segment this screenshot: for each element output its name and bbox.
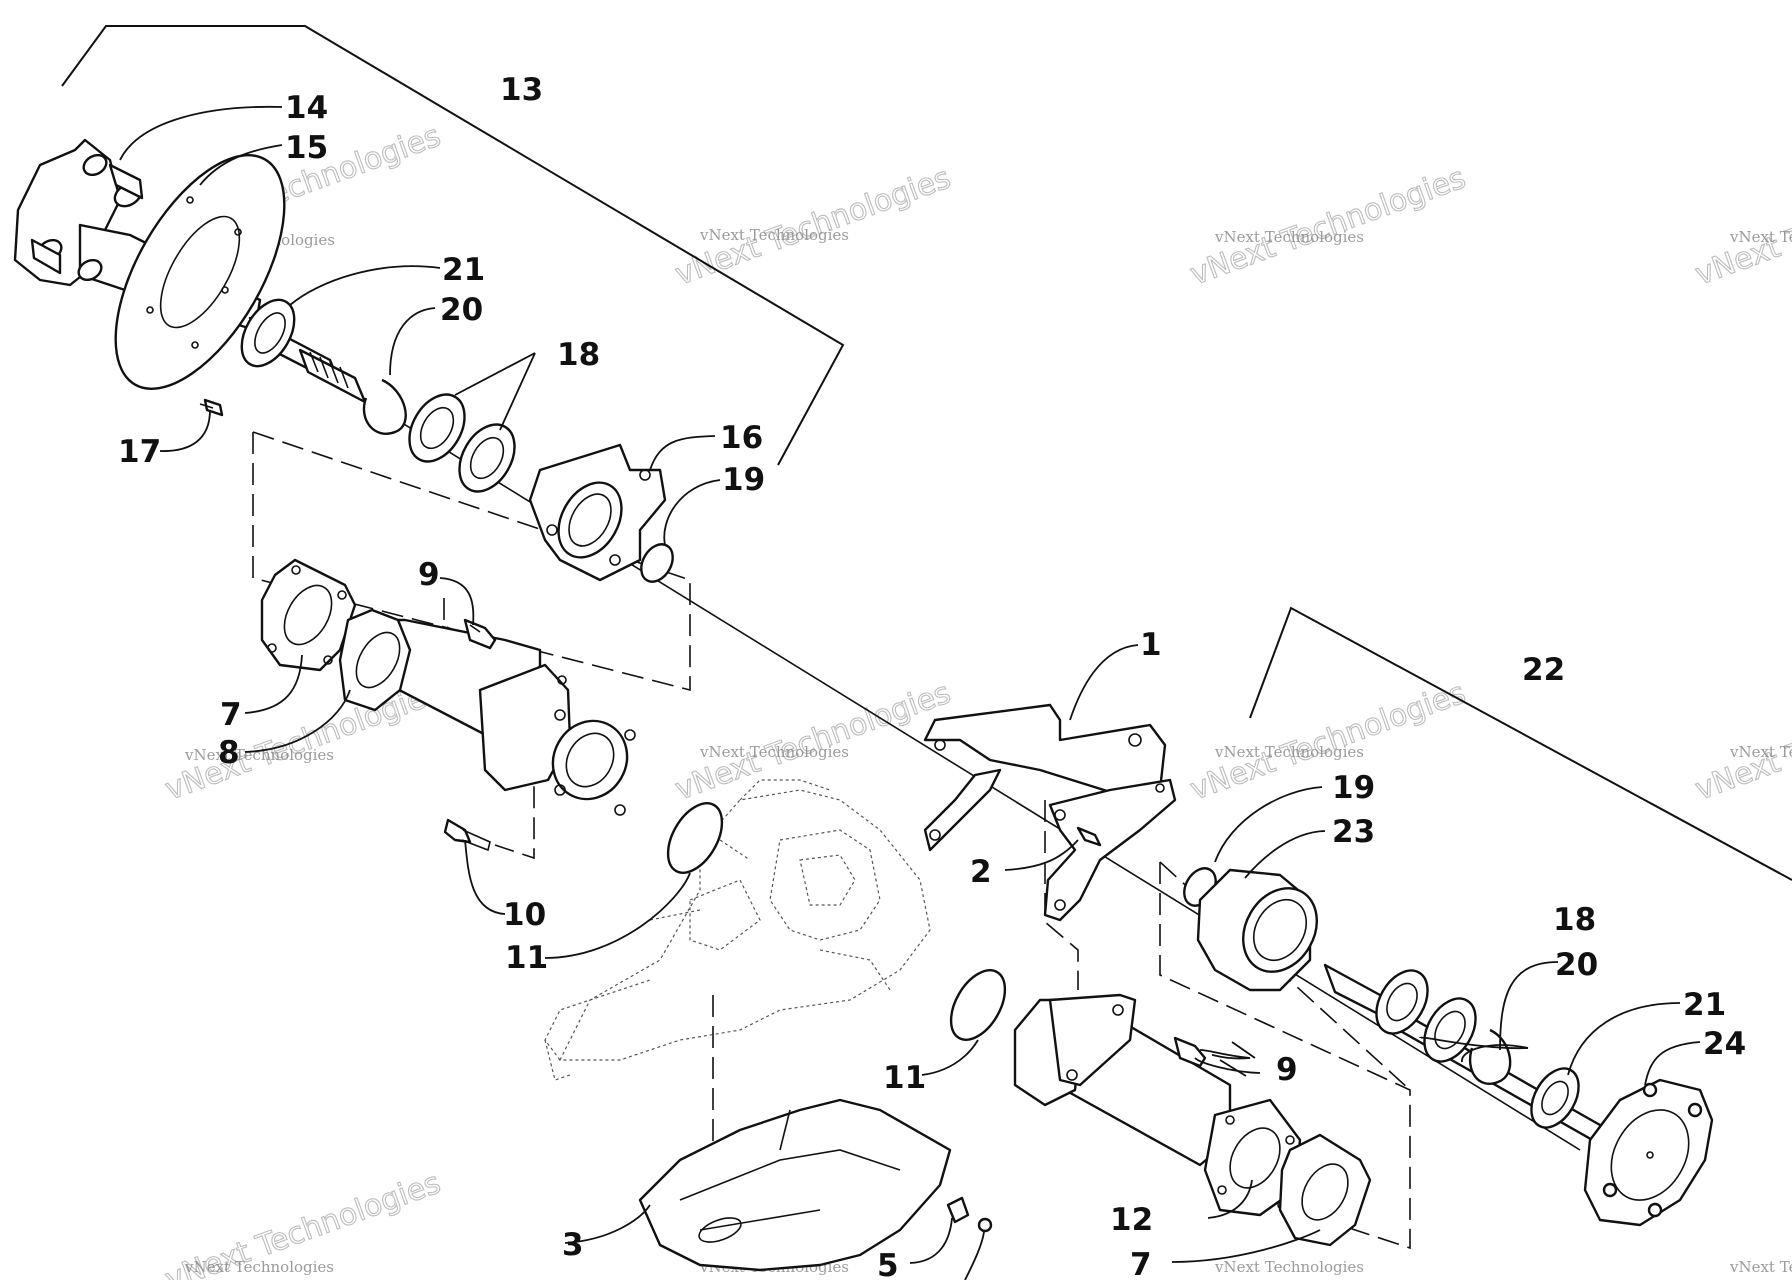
callout-3: 3	[562, 1227, 584, 1263]
callout-7-left: 7	[220, 697, 242, 733]
callout-10: 10	[503, 897, 546, 933]
watermark-outline: vNext Technologies	[1691, 160, 1792, 292]
callout-21-upper: 21	[442, 252, 485, 288]
gasket-7-right	[1278, 1133, 1372, 1247]
watermark-text: vNext Technologies	[1214, 1258, 1364, 1276]
watermark-outline: vNext Technologies	[161, 675, 445, 807]
callout-9-lower: 9	[1276, 1052, 1298, 1088]
watermark-text: vNext Technologies	[1729, 743, 1792, 761]
guide-dash-bracket	[1044, 800, 1079, 990]
callout-18-upper: 18	[557, 337, 600, 373]
leader-lines	[119, 105, 1701, 1280]
callout-12: 12	[1110, 1202, 1153, 1238]
guide-dash-right	[1159, 862, 1411, 1250]
callout-14: 14	[285, 90, 328, 126]
callout-16: 16	[720, 420, 763, 456]
callout-9-upper: 9	[418, 557, 440, 593]
watermark-outline: vNext Technologies	[671, 675, 955, 807]
watermark-text: vNext Technologies	[184, 1258, 334, 1276]
callout-22: 22	[1522, 652, 1565, 688]
bracket-1	[923, 703, 1167, 852]
axle-shaft-lower	[1323, 963, 1612, 1152]
callout-19-upper: 19	[722, 462, 765, 498]
callout-5: 5	[877, 1248, 899, 1280]
watermark-text: vNext Technologies	[1214, 743, 1364, 761]
watermark-outline: vNext Technologies	[1186, 160, 1470, 292]
watermark-outline: vNext Technologies	[1691, 675, 1792, 807]
skid-plate-3	[638, 1098, 952, 1272]
watermark-text: vNext Technologies	[699, 743, 849, 761]
bearing-housing-16	[528, 443, 667, 582]
callout-11-right: 11	[883, 1060, 926, 1096]
callout-18-right: 18	[1553, 902, 1596, 938]
axle-tube-8	[338, 608, 636, 816]
seal-21-upper	[240, 298, 296, 368]
callout-20-upper: 20	[440, 292, 483, 328]
bracket-2	[1043, 778, 1177, 922]
gasket-7-left	[260, 558, 357, 672]
watermark-outline: vNext Technologies	[1186, 675, 1470, 807]
seal-21-right	[1530, 1067, 1580, 1129]
callout-13: 13	[500, 72, 543, 108]
hub-24	[1583, 1078, 1714, 1227]
watermark-text: vNext Technologies	[184, 746, 334, 764]
assembly-bracket-22	[1249, 606, 1792, 881]
guide-dash-upper	[252, 432, 691, 692]
callout-11-left: 11	[505, 940, 548, 976]
callout-23: 23	[1332, 814, 1375, 850]
snap-ring-19-upper	[640, 543, 674, 583]
bolt-10	[443, 818, 491, 852]
watermark-text: vNext Technologies	[1214, 228, 1364, 246]
bearing-18-right-a	[1375, 969, 1429, 1035]
bearing-18-upper-a	[408, 393, 466, 463]
bearing-housing-23	[1196, 868, 1318, 992]
snap-ring-20-right	[1468, 1028, 1512, 1085]
bearing-18-right-b	[1423, 997, 1477, 1063]
clip-5	[946, 1196, 970, 1224]
callout-24: 24	[1703, 1026, 1746, 1062]
axle-tube-12	[1013, 993, 1302, 1217]
callout-1: 1	[1140, 627, 1162, 663]
callout-19-right: 19	[1332, 770, 1375, 806]
o-ring-11-right	[949, 969, 1007, 1041]
bolt-skid	[977, 1217, 993, 1233]
assembly-bracket-13	[61, 25, 845, 466]
watermark-text: vNext Technologies	[1729, 1258, 1792, 1276]
snap-ring-20-upper	[362, 378, 407, 435]
callout-2: 2	[970, 854, 992, 890]
bolt-17	[199, 398, 224, 417]
o-ring-11-left	[666, 802, 724, 874]
watermark-text: vNext Technologies	[699, 226, 849, 244]
bolt-2	[1076, 826, 1102, 847]
callout-17: 17	[118, 434, 161, 470]
watermark-text: vNext Technologies	[1729, 228, 1792, 246]
callout-labels: 1 2 3 5 7 7 8 9 9 10 11 11 12 13 14 15 1…	[118, 72, 1746, 1280]
bolt-9-upper	[463, 618, 497, 650]
callout-7-right: 7	[1130, 1247, 1152, 1280]
differential-housing-ghost	[544, 779, 931, 1081]
callout-20-right: 20	[1555, 947, 1598, 983]
brake-disc-15	[114, 154, 286, 390]
callout-8: 8	[218, 735, 240, 771]
callout-15: 15	[285, 130, 328, 166]
callout-21-right: 21	[1683, 987, 1726, 1023]
bearing-18-upper-b	[458, 423, 516, 493]
